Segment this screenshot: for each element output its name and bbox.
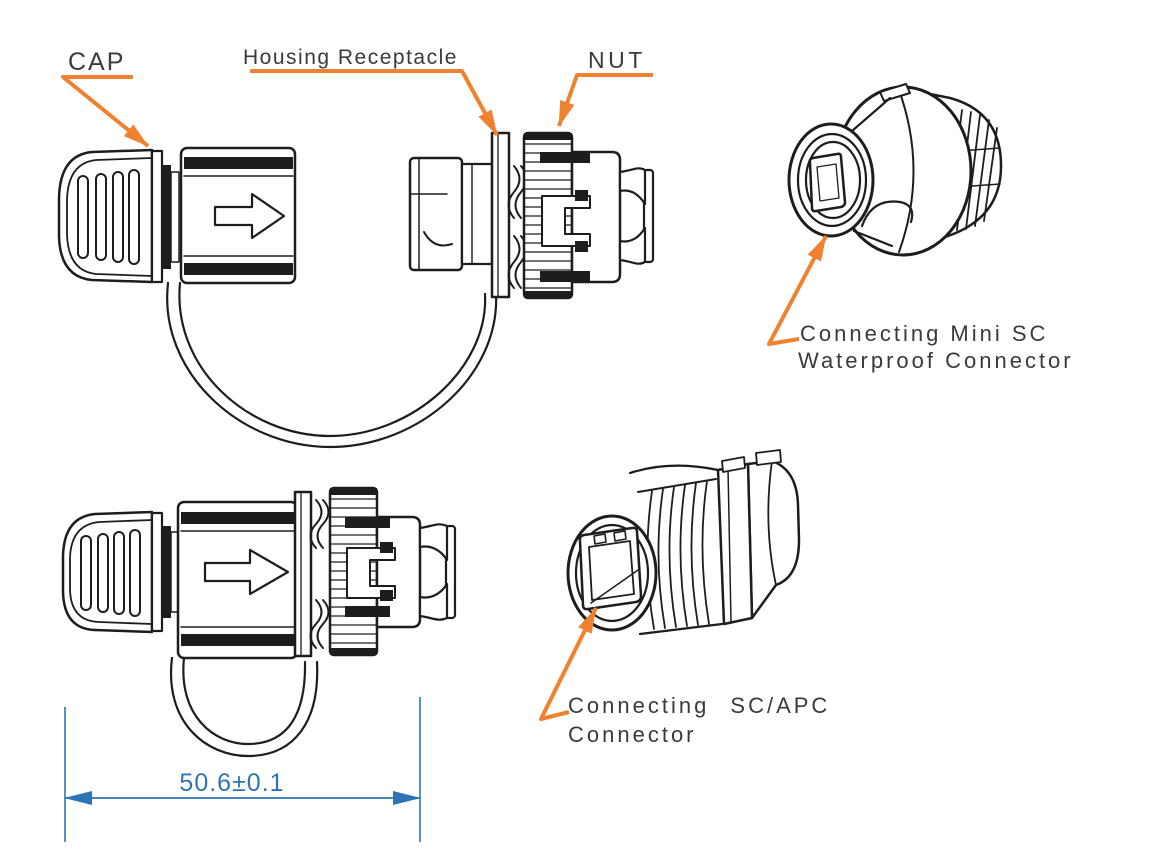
hex-collar [716,456,754,626]
latch-body [540,150,622,284]
mini-sc-port-opening [808,152,847,213]
mini-sc-caption-line-1: Connecting Mini SC [800,321,1048,346]
sc-apc-port [578,526,643,611]
sc-apc-isometric-view [566,449,801,636]
plug-body [176,500,299,660]
spacer-sleeve [460,162,494,266]
nut-label: NUT [588,47,646,73]
mini-sc-isometric-view [787,83,1003,257]
cap-seal-ring [162,526,171,618]
cap-leader-arrow [61,75,150,148]
direction-arrow-icon [203,548,290,596]
flange-plate [293,490,313,658]
latch-body [345,515,422,629]
latch-window [346,547,396,599]
labels: CAP Housing Receptacle NUT Connecting Mi… [68,46,1074,747]
cap-grip-slots [77,169,140,265]
lanyard-strap [169,656,319,758]
back-housing [408,156,464,272]
exploded-side-view [57,131,655,449]
housing-receptacle-label: Housing Receptacle [243,46,458,69]
dimension-label: 50.6±0.1 [179,769,284,797]
cap-label: CAP [68,48,125,76]
dimension-annotation: 50.6±0.1 [64,697,421,842]
sc-apc-caption-line-1: Connecting SC/APC [568,693,830,718]
housing-receptacle-leader-arrow [250,69,499,136]
thread-lines [646,480,710,630]
dust-cap [61,510,179,634]
dust-cap [57,148,180,284]
assembled-side-view [61,486,457,758]
cap-seal-ring [162,165,171,269]
nut-leader-arrow [557,73,653,127]
flange-plate [490,131,511,299]
pull-tab [418,523,457,621]
mini-sc-leader-arrow [767,235,828,346]
rear-body [746,449,801,620]
lanyard-strap [166,281,498,449]
sc-apc-leader-arrow [539,607,598,721]
front-barrel [787,96,914,248]
latch-window [541,195,591,247]
pull-tab [618,167,655,265]
direction-arrow-icon [213,192,286,240]
mini-sc-caption-line-2: Waterproof Connector [798,348,1074,373]
threaded-section [628,464,724,636]
cap-grip-slots [80,529,141,617]
leader-lines [61,69,828,721]
plug-body [179,146,297,285]
sc-apc-caption-line-2: Connector [568,722,697,747]
spring-washers [309,499,330,649]
